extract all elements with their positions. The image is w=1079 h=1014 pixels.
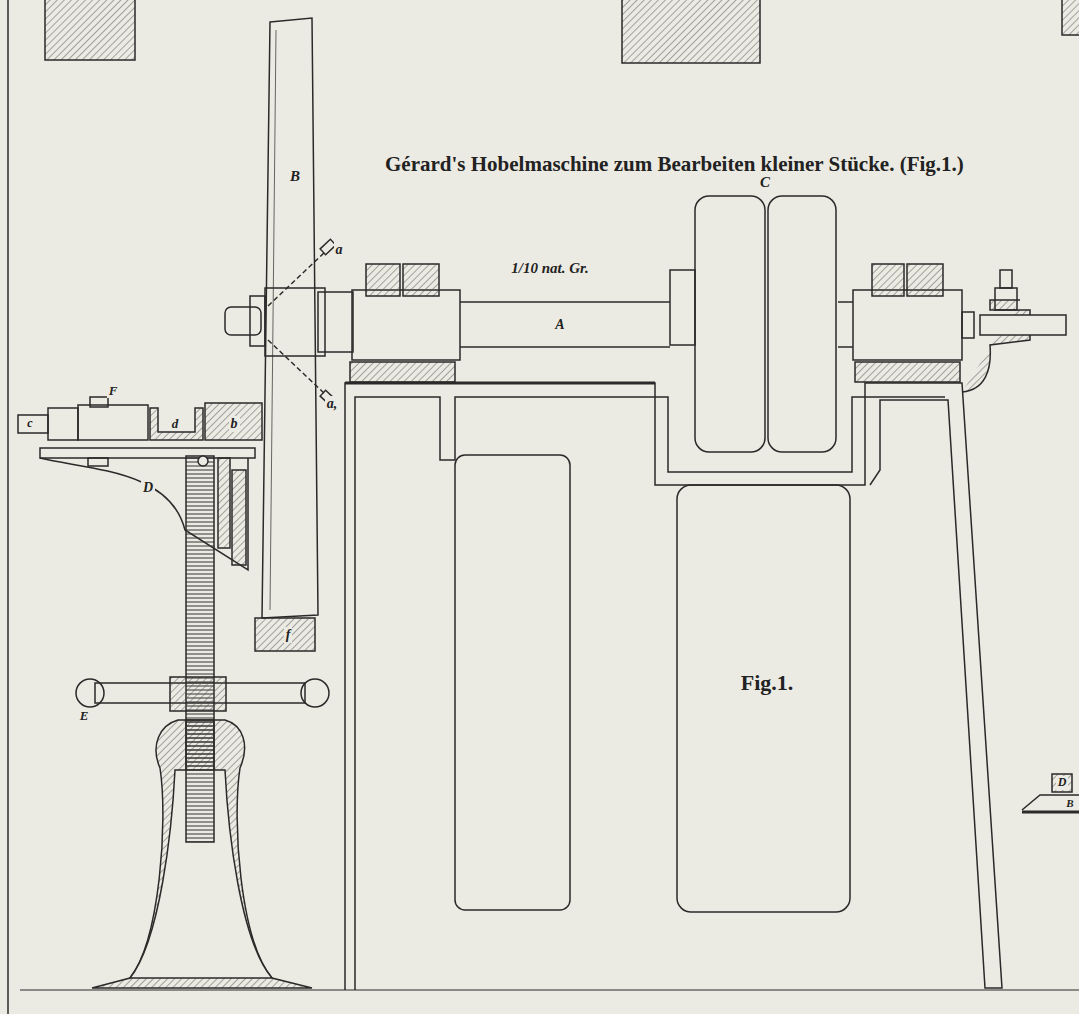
part-letter: a [334, 242, 345, 257]
part-letter: D [141, 480, 155, 495]
part-letter: C [758, 174, 772, 191]
plate-title: Gérard's Hobelmaschine zum Bearbeiten kl… [385, 152, 964, 177]
part-letter: f [284, 627, 293, 642]
scale-note: 1/10 nat. Gr. [509, 260, 591, 277]
part-letter: A [553, 317, 566, 332]
part-letter: B [288, 168, 302, 185]
part-letter: D [1056, 776, 1069, 789]
part-letter: F [107, 384, 120, 398]
part-letter: d [170, 417, 181, 431]
part-letter: a, [325, 396, 340, 411]
figure-number: Fig.1. [739, 671, 796, 695]
part-letter: b [229, 416, 240, 431]
part-letter: E [78, 709, 91, 723]
part-letter: B [1064, 797, 1075, 809]
part-letter: c [25, 417, 34, 430]
